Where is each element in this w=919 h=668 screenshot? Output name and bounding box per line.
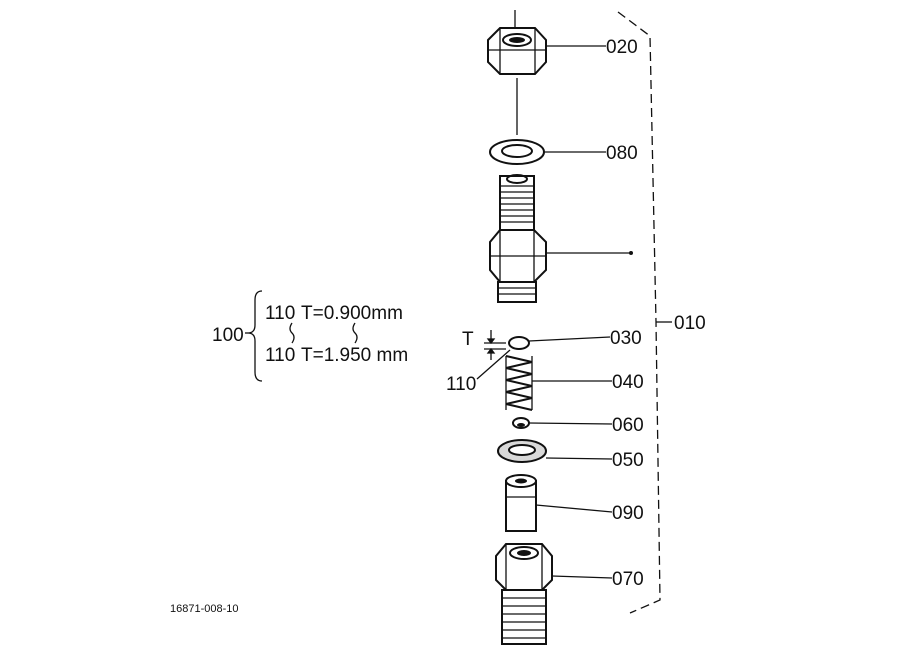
spec-group-brace (245, 290, 358, 382)
part-label-090: 090 (612, 503, 644, 524)
thickness-dimension (484, 330, 506, 360)
lower-holder-070 (495, 543, 553, 645)
part-label-050: 050 (612, 450, 644, 471)
valve-holder-body (489, 174, 547, 303)
part-label-020: 020 (606, 37, 638, 58)
figure-code: 16871-008-10 (170, 603, 239, 615)
spring-040 (505, 355, 533, 411)
gasket-050 (497, 439, 547, 463)
dimension-label-t: T (462, 329, 474, 350)
part-label-070: 070 (612, 569, 644, 590)
leader-dot (629, 251, 633, 255)
valve-disc-030 (508, 336, 530, 350)
spec-row-1-part: 110 (265, 303, 295, 324)
assembly-bracket (617, 11, 661, 614)
spec-row-2-value: T=1.950 mm (301, 345, 408, 366)
part-label-080: 080 (606, 143, 638, 164)
hex-nut-020 (487, 27, 547, 75)
part-label-040: 040 (612, 372, 644, 393)
part-label-060: 060 (612, 415, 644, 436)
part-label-110: 110 (446, 374, 476, 395)
washer-080 (489, 139, 545, 165)
seat-060 (512, 417, 530, 429)
assembly-label-010: 010 (674, 313, 706, 334)
valve-seat-090 (505, 474, 537, 532)
leader-lines (476, 45, 672, 579)
spec-row-1-value: T=0.900mm (301, 303, 403, 324)
part-label-030: 030 (610, 328, 642, 349)
spec-group-label: 100 (212, 325, 244, 346)
spec-row-2-part: 110 (265, 345, 295, 366)
